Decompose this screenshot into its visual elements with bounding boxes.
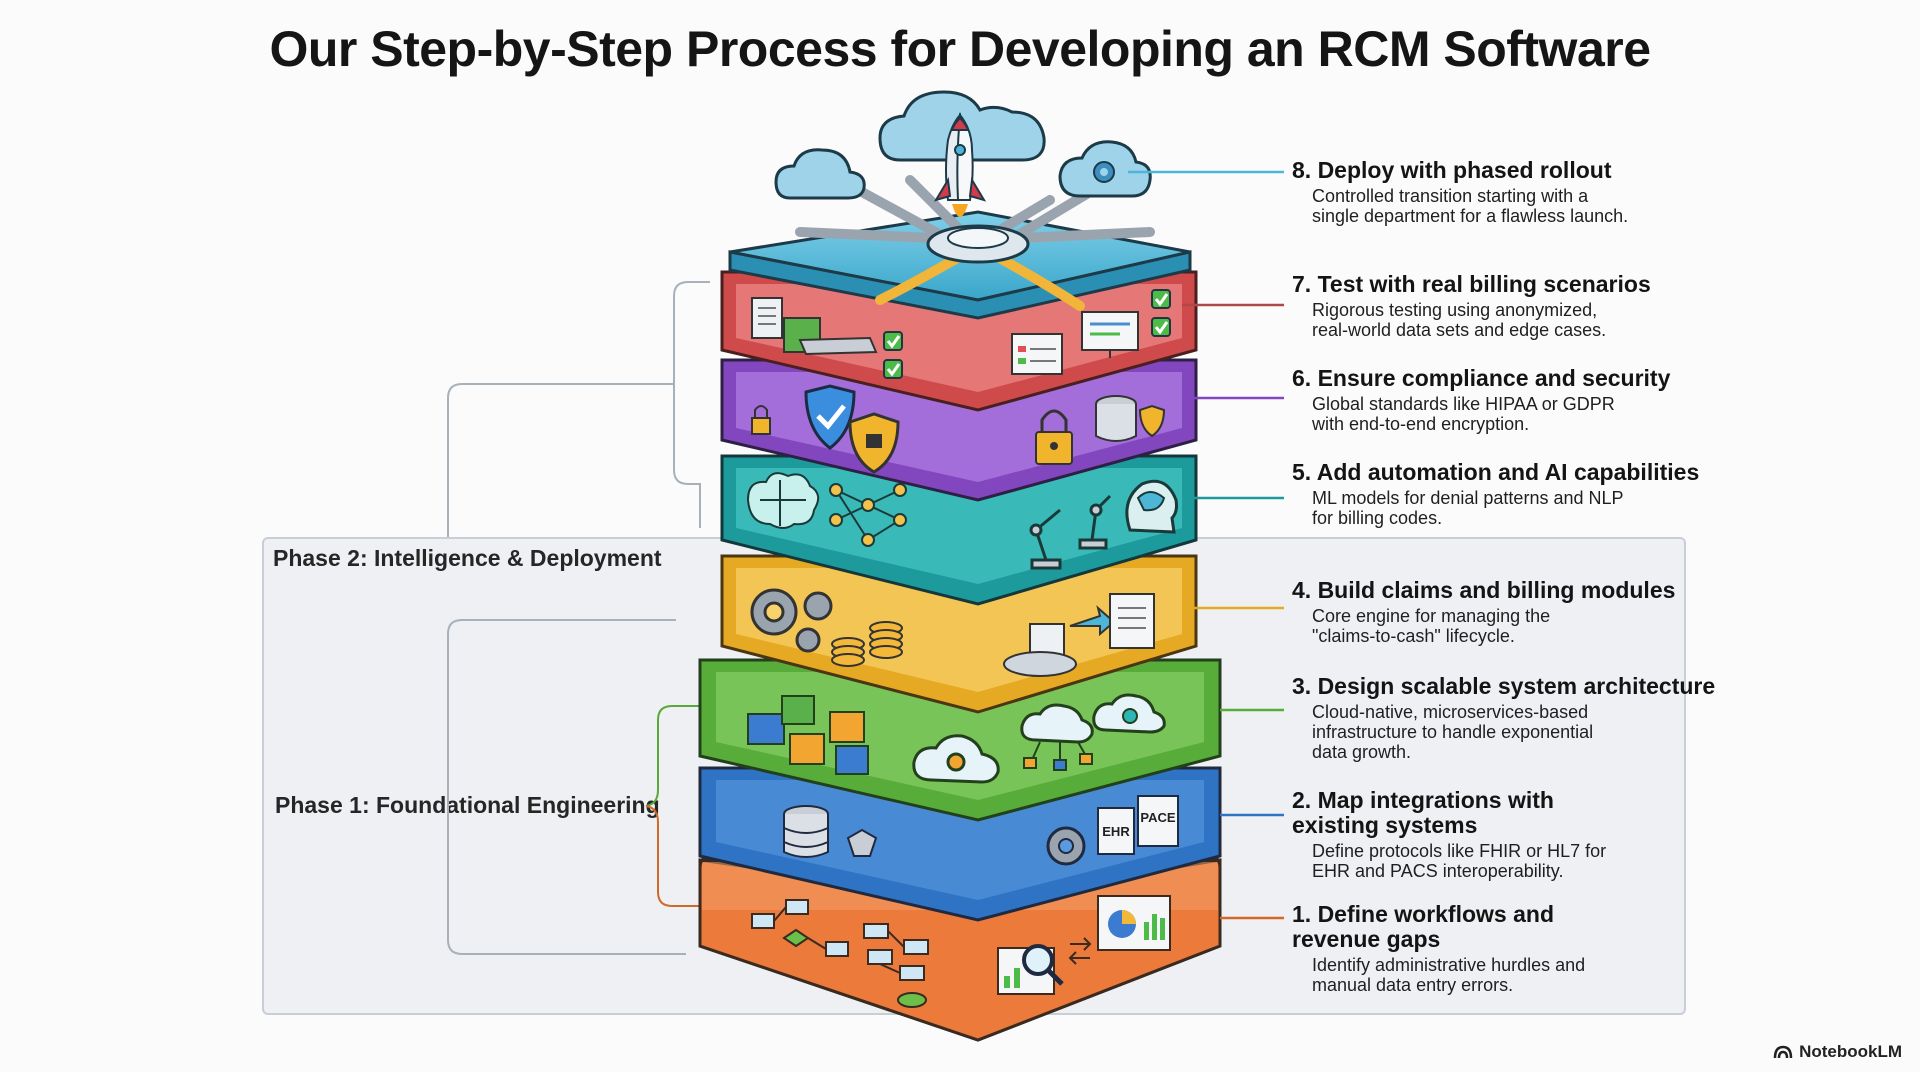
checkmark-icon	[883, 289, 1171, 379]
notebooklm-logo-icon	[1773, 1045, 1793, 1059]
head-brain-icon	[1125, 479, 1178, 534]
pace-document-icon	[1137, 795, 1179, 847]
step-8-title: 8. Deploy with phased rollout	[1292, 157, 1612, 183]
report-chart-icon	[1011, 311, 1139, 375]
step-4-desc: Core engine for managing the "claims-to-…	[1312, 606, 1551, 646]
shield-check-icon	[804, 384, 856, 450]
ehr-label: EHR	[1102, 824, 1130, 839]
cloud-microservices-icon	[912, 693, 1166, 784]
exchange-arrows-icon	[1068, 937, 1092, 965]
step-4: 4. Build claims and billing modules Core…	[1292, 577, 1732, 647]
magnifier-chart-icon	[997, 944, 1064, 995]
step-2: 2. Map integrations with existing system…	[1292, 787, 1732, 882]
cloud-icon	[774, 148, 866, 200]
step-1-desc: Identify administrative hurdles and manu…	[1312, 955, 1586, 995]
claim-documents-icon	[1003, 593, 1155, 677]
step-3: 3. Design scalable system architecture C…	[1292, 673, 1732, 763]
step-5: 5. Add automation and AI capabilities ML…	[1292, 459, 1732, 529]
document-stack-icon	[751, 297, 783, 339]
step-7-title: 7. Test with real billing scenarios	[1292, 271, 1651, 297]
pace-label: PACE	[1140, 810, 1175, 825]
robot-arm-icon	[1029, 494, 1112, 570]
step-7: 7. Test with real billing scenarios Rigo…	[1292, 271, 1732, 341]
step-1-title: 1. Define workflows and revenue gaps	[1292, 901, 1554, 952]
step-3-desc: Cloud-native, microservices-based infras…	[1312, 702, 1594, 762]
flowchart-icon	[751, 899, 929, 1008]
step-6: 6. Ensure compliance and security Global…	[1292, 365, 1732, 435]
step-2-desc: Define protocols like FHIR or HL7 for EH…	[1312, 841, 1607, 881]
cloud-rocket-icon	[878, 90, 1046, 217]
step-6-desc: Global standards like HIPAA or GDPR with…	[1312, 394, 1615, 434]
pie-chart-dashboard-icon	[1097, 895, 1171, 951]
step-5-desc: ML models for denial patterns and NLP fo…	[1312, 488, 1624, 528]
settings-gear-icon	[1046, 826, 1086, 866]
plug-connector-icon	[846, 828, 878, 857]
cloud-gear-icon	[1058, 140, 1152, 198]
phase-1-label: Phase 1: Foundational Engineering	[275, 792, 660, 818]
layer-8-platform	[728, 175, 1192, 320]
desk-icon	[783, 317, 878, 356]
gears-icon	[750, 588, 833, 653]
brand-label: NotebookLM	[1799, 1042, 1902, 1061]
step-4-title: 4. Build claims and billing modules	[1292, 577, 1676, 603]
phase-1-bracket	[447, 619, 700, 955]
lock-icon	[751, 405, 1073, 465]
step-5-title: 5. Add automation and AI capabilities	[1292, 459, 1700, 485]
step-6-title: 6. Ensure compliance and security	[1292, 365, 1671, 391]
step-8: 8. Deploy with phased rollout Controlled…	[1292, 157, 1732, 227]
notebooklm-brand: NotebookLM	[1773, 1042, 1902, 1062]
page-title: Our Step-by-Step Process for Developing …	[269, 21, 1651, 77]
database-icon	[1095, 395, 1166, 442]
cubes-icon	[747, 695, 869, 775]
coins-icon	[831, 621, 903, 667]
brain-icon	[746, 472, 820, 529]
step-1: 1. Define workflows and revenue gaps Ide…	[1292, 901, 1732, 996]
phase-2-bracket	[447, 281, 710, 537]
ehr-document-icon	[1097, 807, 1135, 855]
leader-lines	[1128, 170, 1284, 920]
shield-lock-icon	[848, 412, 900, 474]
server-database-icon	[783, 805, 829, 858]
step-2-title: 2. Map integrations with existing system…	[1292, 787, 1554, 838]
neural-network-icon	[829, 483, 907, 547]
phase-2-label: Phase 2: Intelligence & Deployment	[273, 545, 662, 571]
step-8-desc: Controlled transition starting with a si…	[1312, 186, 1629, 226]
step-7-desc: Rigorous testing using anonymized, real-…	[1312, 300, 1607, 340]
step-3-title: 3. Design scalable system architecture	[1292, 673, 1716, 699]
